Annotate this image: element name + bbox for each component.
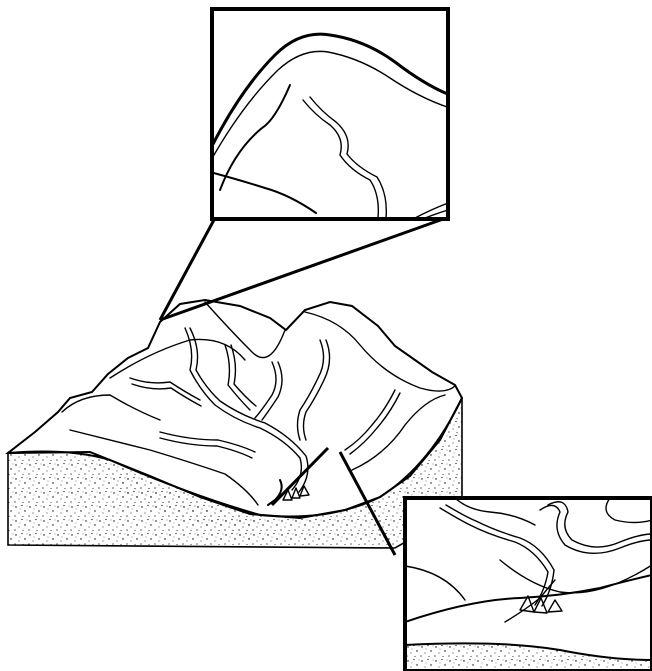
main-block [8,300,462,548]
leader-line-upper-right [160,218,446,320]
upper-inset [210,9,450,219]
lower-inset [405,498,652,671]
